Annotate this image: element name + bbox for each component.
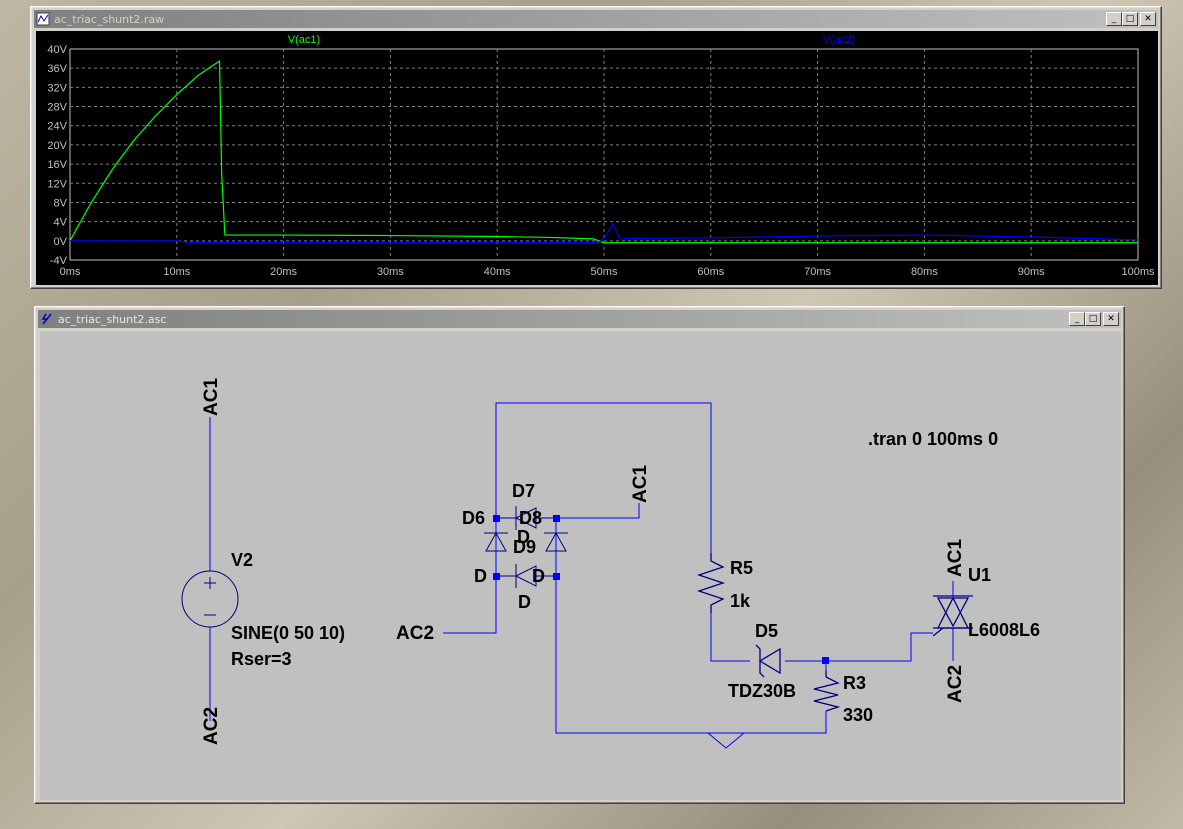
x-tick-label: 50ms	[591, 266, 618, 278]
spice-directive[interactable]: .tran 0 100ms 0	[868, 429, 998, 449]
voltage-source-v2[interactable]	[181, 570, 239, 628]
component-rser-v2: Rser=3	[231, 649, 292, 669]
schematic-labels: AC1 AC2 AC1 AC2 AC1 AC2 V2 SINE(0 50 10)…	[201, 378, 1040, 745]
y-tick-label: 36V	[47, 63, 67, 75]
y-tick-label: 20V	[47, 140, 67, 152]
net-label-ac2: AC2	[201, 707, 222, 745]
net-label-ac2: AC2	[396, 623, 434, 644]
legend-entry: V(ac2)	[823, 34, 855, 46]
junctions	[493, 515, 829, 664]
component-model-d8: D	[532, 566, 545, 586]
schematic-canvas[interactable]: AC1 AC2 AC1 AC2 AC1 AC2 V2 SINE(0 50 10)…	[40, 331, 1121, 800]
y-tick-label: -4V	[50, 255, 68, 267]
schematic-window-title: ac_triac_shunt2.asc	[58, 312, 167, 326]
component-name-u1: U1	[968, 565, 991, 585]
component-name-r5: R5	[730, 558, 753, 578]
y-tick-label: 0V	[54, 236, 68, 248]
component-model-d5: TDZ30B	[728, 681, 796, 701]
x-tick-label: 10ms	[163, 266, 190, 278]
resistor-r3[interactable]	[813, 671, 841, 712]
y-tick-label: 28V	[47, 102, 67, 114]
component-name-d6: D6	[462, 508, 485, 528]
diode-bridge[interactable]	[484, 506, 568, 588]
series-line-1	[69, 59, 1138, 244]
schematic-drawing[interactable]: AC1 AC2 AC1 AC2 AC1 AC2 V2 SINE(0 50 10)…	[40, 331, 1121, 800]
component-name-r3: R3	[843, 673, 866, 693]
component-name-v2: V2	[231, 550, 253, 570]
component-name-d9: D9	[513, 537, 536, 557]
legend-entry: V(ac1)	[288, 34, 320, 46]
net-label-ac1: AC1	[201, 378, 222, 416]
schematic-window[interactable]: ac_triac_shunt2.asc _ □ ✕	[34, 306, 1125, 804]
maximize-button[interactable]: □	[1085, 312, 1101, 326]
y-tick-label: 32V	[47, 82, 67, 94]
component-model-d6: D	[474, 566, 487, 586]
component-name-d7: D7	[512, 481, 535, 501]
minimize-button[interactable]: _	[1069, 312, 1085, 326]
net-label-ac2: AC2	[945, 665, 966, 703]
component-name-d5: D5	[755, 621, 778, 641]
net-label-ac1: AC1	[945, 539, 966, 577]
close-button[interactable]: ✕	[1140, 12, 1156, 26]
x-tick-label: 100ms	[1121, 266, 1155, 278]
minimize-button[interactable]: _	[1106, 12, 1122, 26]
y-tick-label: 24V	[47, 121, 67, 133]
zener-diode-d5[interactable]	[755, 644, 781, 678]
junction-dot	[493, 573, 500, 580]
resistor-r5[interactable]	[696, 553, 726, 613]
schematic-titlebar[interactable]: ac_triac_shunt2.asc _ □ ✕	[38, 310, 1121, 328]
junction-dot	[822, 657, 829, 664]
x-tick-label: 70ms	[804, 266, 831, 278]
maximize-button[interactable]: □	[1122, 12, 1138, 26]
y-tick-label: 16V	[47, 159, 67, 171]
y-tick-label: 40V	[47, 44, 67, 56]
component-value-v2: SINE(0 50 10)	[231, 623, 345, 643]
component-value-r3: 330	[843, 705, 873, 725]
waveform-window-title: ac_triac_shunt2.raw	[54, 12, 165, 26]
y-tick-label: 4V	[54, 217, 68, 229]
waveform-window[interactable]: ac_triac_shunt2.raw _ □ ✕ 40V 36V 32V 28V 24…	[30, 6, 1162, 289]
x-tick-label: 80ms	[911, 266, 938, 278]
component-model-d9: D	[518, 592, 531, 612]
junction-dot	[553, 573, 560, 580]
triac-u1[interactable]	[932, 595, 973, 637]
waveform-titlebar[interactable]: ac_triac_shunt2.raw _ □ ✕	[34, 10, 1158, 28]
component-value-r5: 1k	[730, 591, 751, 611]
x-tick-label: 60ms	[697, 266, 724, 278]
x-tick-label: 90ms	[1018, 266, 1045, 278]
wires	[209, 402, 954, 749]
waveform-document-icon	[36, 12, 50, 26]
y-tick-label: 12V	[47, 178, 67, 190]
schematic-pen-icon	[41, 313, 52, 325]
x-tick-label: 30ms	[377, 266, 404, 278]
y-tick-label: 8V	[54, 197, 68, 209]
x-tick-label: 20ms	[270, 266, 297, 278]
net-label-ac1: AC1	[630, 465, 651, 503]
component-name-d8: D8	[519, 508, 542, 528]
component-model-d7: D	[517, 527, 530, 547]
x-tick-label: 0ms	[60, 266, 81, 278]
series-line-2	[70, 222, 1139, 244]
junction-dot	[553, 515, 560, 522]
close-button[interactable]: ✕	[1103, 312, 1119, 326]
component-model-u1: L6008L6	[968, 620, 1040, 640]
x-tick-label: 40ms	[484, 266, 511, 278]
junction-dot	[493, 515, 500, 522]
